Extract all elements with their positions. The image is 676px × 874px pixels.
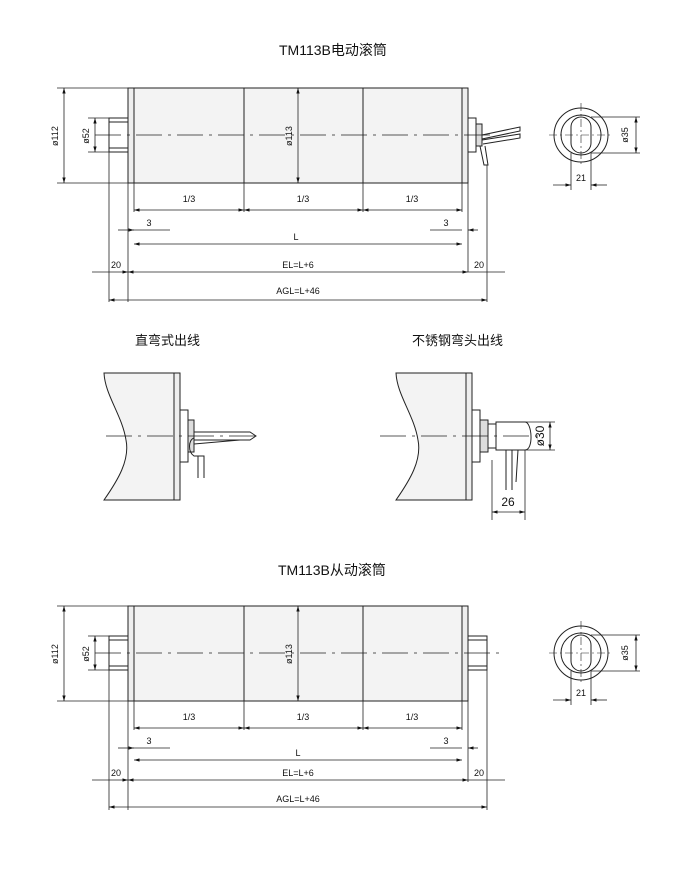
offset-3-left: 3 [146,218,151,228]
straight-outlet-title: 直弯式出线 [135,333,201,348]
steel-elbow-outlet-title: 不锈钢弯头出线 [412,333,504,348]
width-21-label: 21 [576,173,586,183]
diameter-35-label: ø35 [620,127,630,143]
diameter-112-label: ø112 [50,126,60,146]
margin-20-right: 20 [474,260,484,270]
idler-diameter-52-label: ø52 [81,646,91,662]
margin-20-left: 20 [111,260,121,270]
drive-end-view [549,103,640,190]
idler-diameter-113-label: ø113 [284,644,294,664]
offset-3-right: 3 [443,218,448,228]
idler-margin-20-left: 20 [111,768,121,778]
length-L-label: L [293,232,298,242]
idler-offset-3-right: 3 [443,736,448,746]
idler-third-label-2: 1/3 [297,712,310,722]
straight-outlet-detail [103,372,260,501]
drive-roller-drawing [95,87,521,184]
diameter-30-label: ø30 [533,425,547,446]
width-26-label: 26 [501,495,515,509]
idler-roller-title: TM113B从动滚筒 [278,562,386,578]
steel-elbow-outlet-detail [380,372,555,520]
idler-roller-drawing [95,605,500,702]
idler-diameter-112-label: ø112 [50,644,60,664]
agl-label: AGL=L+46 [276,286,320,296]
idler-length-L-label: L [295,748,300,758]
drive-roller-title: TM113B电动滚筒 [279,42,387,58]
idler-end-view [549,621,640,705]
diameter-52-label: ø52 [81,128,91,144]
el-label: EL=L+6 [282,260,314,270]
third-label-2: 1/3 [297,194,310,204]
diameter-113-label: ø113 [284,126,294,146]
idler-third-label-1: 1/3 [183,712,196,722]
third-label-3: 1/3 [406,194,419,204]
idler-margin-20-right: 20 [474,768,484,778]
idler-diameter-35-label: ø35 [620,645,630,661]
third-label-1: 1/3 [183,194,196,204]
idler-agl-label: AGL=L+46 [276,794,320,804]
idler-el-label: EL=L+6 [282,768,314,778]
idler-width-21-label: 21 [576,688,586,698]
idler-offset-3-left: 3 [146,736,151,746]
idler-third-label-3: 1/3 [406,712,419,722]
